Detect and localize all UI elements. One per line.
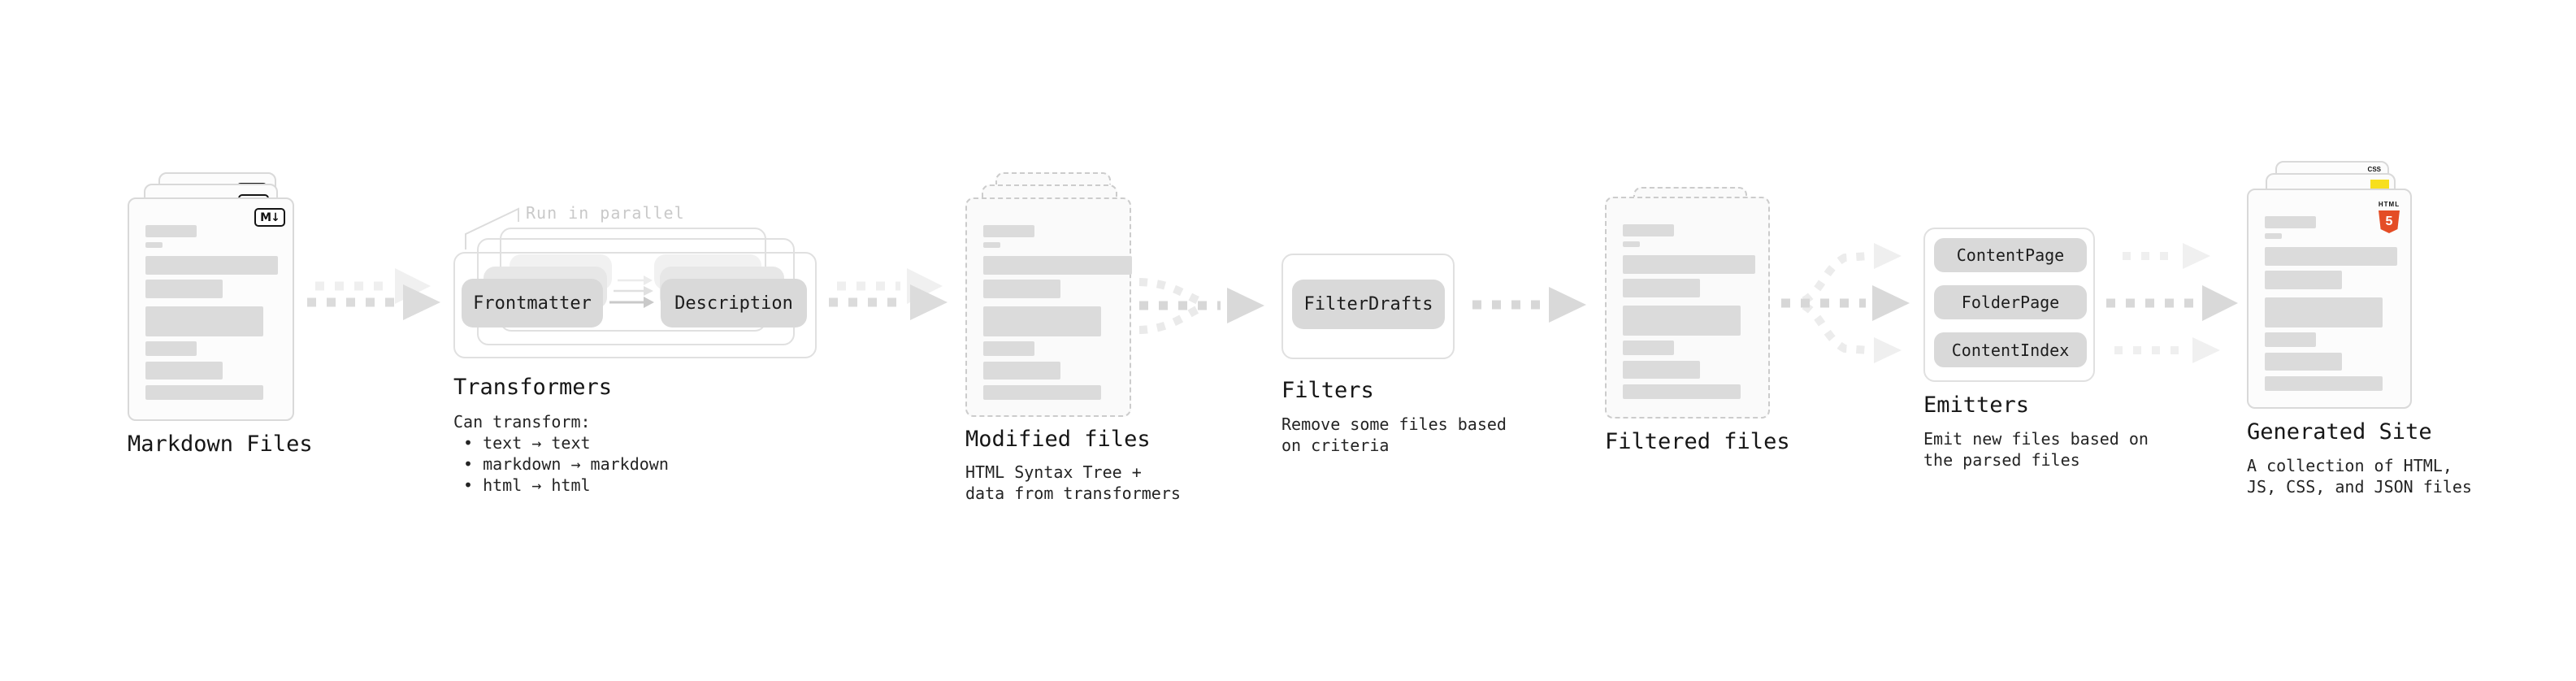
- text-line-placeholder: [1623, 306, 1741, 336]
- text-line-placeholder: [983, 242, 1000, 248]
- markdown-icon: M↓: [254, 208, 285, 227]
- modified-files-description: HTML Syntax Tree + data from transformer…: [965, 462, 1181, 503]
- html5-icon: HTML 5: [2377, 194, 2401, 233]
- text-line-placeholder: [983, 256, 1132, 275]
- text-line-placeholder: [1623, 279, 1700, 297]
- text-line-placeholder: [145, 385, 263, 400]
- transformer-description-chip: Description: [661, 279, 807, 327]
- filters-description: Remove some files based on criteria: [1281, 414, 1507, 455]
- text-line-placeholder: [145, 256, 278, 275]
- html5-icon-shield: 5: [2379, 210, 2400, 233]
- text-line-placeholder: [1623, 340, 1674, 355]
- text-line-placeholder: [145, 306, 263, 336]
- transformers-description: Can transform: • text → text • markdown …: [453, 411, 669, 496]
- emitters-description: Emit new files based on the parsed files: [1923, 429, 2149, 470]
- transform-bullet: • text → text: [463, 433, 591, 453]
- generated-site-title: Generated Site: [2247, 419, 2432, 445]
- text-line-placeholder: [145, 341, 197, 356]
- text-line-placeholder: [983, 306, 1101, 336]
- arrow-emitters-to-generated: [2106, 243, 2238, 363]
- arrow-filters-to-filtered: [1472, 287, 1586, 323]
- transformer-frontmatter-chip: Frontmatter: [462, 279, 603, 327]
- text-line-placeholder: [2265, 247, 2397, 266]
- text-line-placeholder: [1623, 361, 1700, 379]
- text-line-placeholder: [145, 225, 197, 237]
- text-line-placeholder: [145, 362, 223, 380]
- text-line-placeholder: [983, 362, 1060, 380]
- filter-drafts-chip: FilterDrafts: [1292, 280, 1445, 329]
- js-icon: [2370, 180, 2389, 190]
- text-line-placeholder: [2265, 332, 2316, 347]
- text-line-placeholder: [2265, 353, 2342, 371]
- text-line-placeholder: [983, 341, 1034, 356]
- modified-files-title: Modified files: [965, 427, 1151, 452]
- document-card-html: HTML 5: [2247, 189, 2412, 409]
- transformer-layer-front: [453, 252, 817, 358]
- filtered-files-stack: [1605, 187, 1808, 423]
- transformers-title: Transformers: [453, 375, 613, 400]
- modified-files-stack: [965, 172, 1169, 424]
- document-card-dashed: [1605, 197, 1770, 419]
- text-line-placeholder: [145, 242, 163, 248]
- text-line-placeholder: [2265, 216, 2316, 228]
- text-line-placeholder: [145, 280, 223, 298]
- filtered-files-title: Filtered files: [1605, 429, 1790, 454]
- text-line-placeholder: [1623, 384, 1741, 399]
- emitters-title: Emitters: [1923, 393, 2030, 418]
- markdown-files-stack: M↓ M↓ M↓: [128, 172, 331, 424]
- generated-site-description: A collection of HTML, JS, CSS, and JSON …: [2247, 456, 2472, 497]
- transformers-description-title: Can transform:: [453, 412, 591, 432]
- text-line-placeholder: [983, 280, 1060, 298]
- text-line-placeholder: [2265, 297, 2383, 327]
- folder-page-chip: FolderPage: [1934, 285, 2087, 319]
- text-line-placeholder: [983, 385, 1101, 400]
- html5-icon-label: HTML: [2378, 201, 2400, 208]
- text-line-placeholder: [1623, 255, 1755, 274]
- text-line-placeholder: [983, 225, 1034, 237]
- run-in-parallel-annotation: Run in parallel: [526, 203, 685, 223]
- text-line-placeholder: [1623, 241, 1640, 247]
- text-line-placeholder: [2265, 233, 2282, 239]
- text-line-placeholder: [2265, 271, 2342, 289]
- content-page-chip: ContentPage: [1934, 238, 2087, 272]
- text-line-placeholder: [1623, 224, 1674, 236]
- content-index-chip: ContentIndex: [1934, 332, 2087, 367]
- transform-bullet: • markdown → markdown: [463, 454, 669, 474]
- document-card-dashed: [965, 197, 1132, 417]
- arrow-transformers-to-modified: [829, 268, 948, 320]
- text-line-placeholder: [2265, 376, 2383, 391]
- transform-bullet: • html → html: [463, 475, 591, 495]
- document-card: M↓: [128, 197, 294, 421]
- filters-title: Filters: [1281, 378, 1374, 403]
- generated-site-stack: CSS HTML 5: [2247, 161, 2450, 421]
- markdown-files-title: Markdown Files: [128, 432, 313, 457]
